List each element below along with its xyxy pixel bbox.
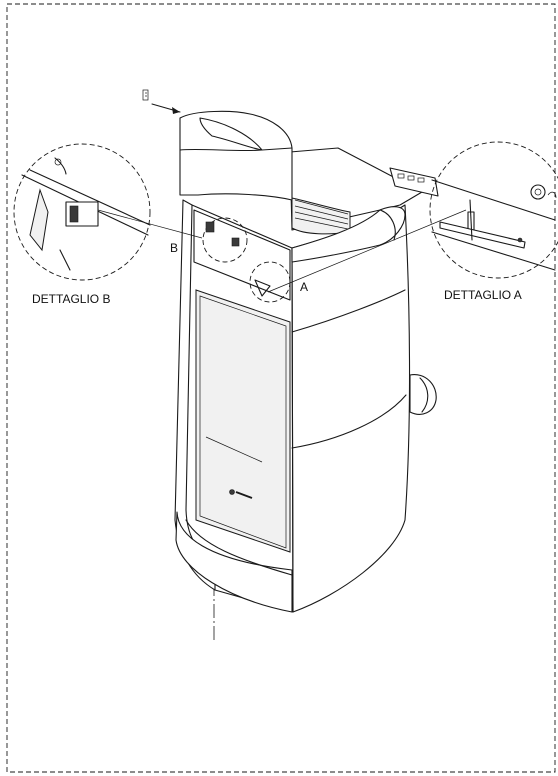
detail-b-marker-circle <box>202 217 248 263</box>
callout-a-letter: A <box>300 280 309 294</box>
leader-line-b <box>97 209 203 239</box>
callout-b-letter: B <box>170 241 179 255</box>
detail-a-marker-circle <box>249 261 291 303</box>
right-crown-part <box>291 206 406 263</box>
screw-icon <box>142 89 181 114</box>
brand-logo-mark <box>229 489 235 495</box>
top-crown-part <box>179 110 293 201</box>
detail-b-title: DETTAGLIO B <box>32 292 111 306</box>
detail-a-view <box>429 141 558 279</box>
detail-b-view <box>13 143 151 281</box>
stove-body <box>174 199 437 613</box>
detail-a-title: DETTAGLIO A <box>444 288 522 302</box>
leader-line-a <box>267 209 467 293</box>
drawing-border <box>6 3 556 773</box>
stove-top <box>289 147 439 235</box>
